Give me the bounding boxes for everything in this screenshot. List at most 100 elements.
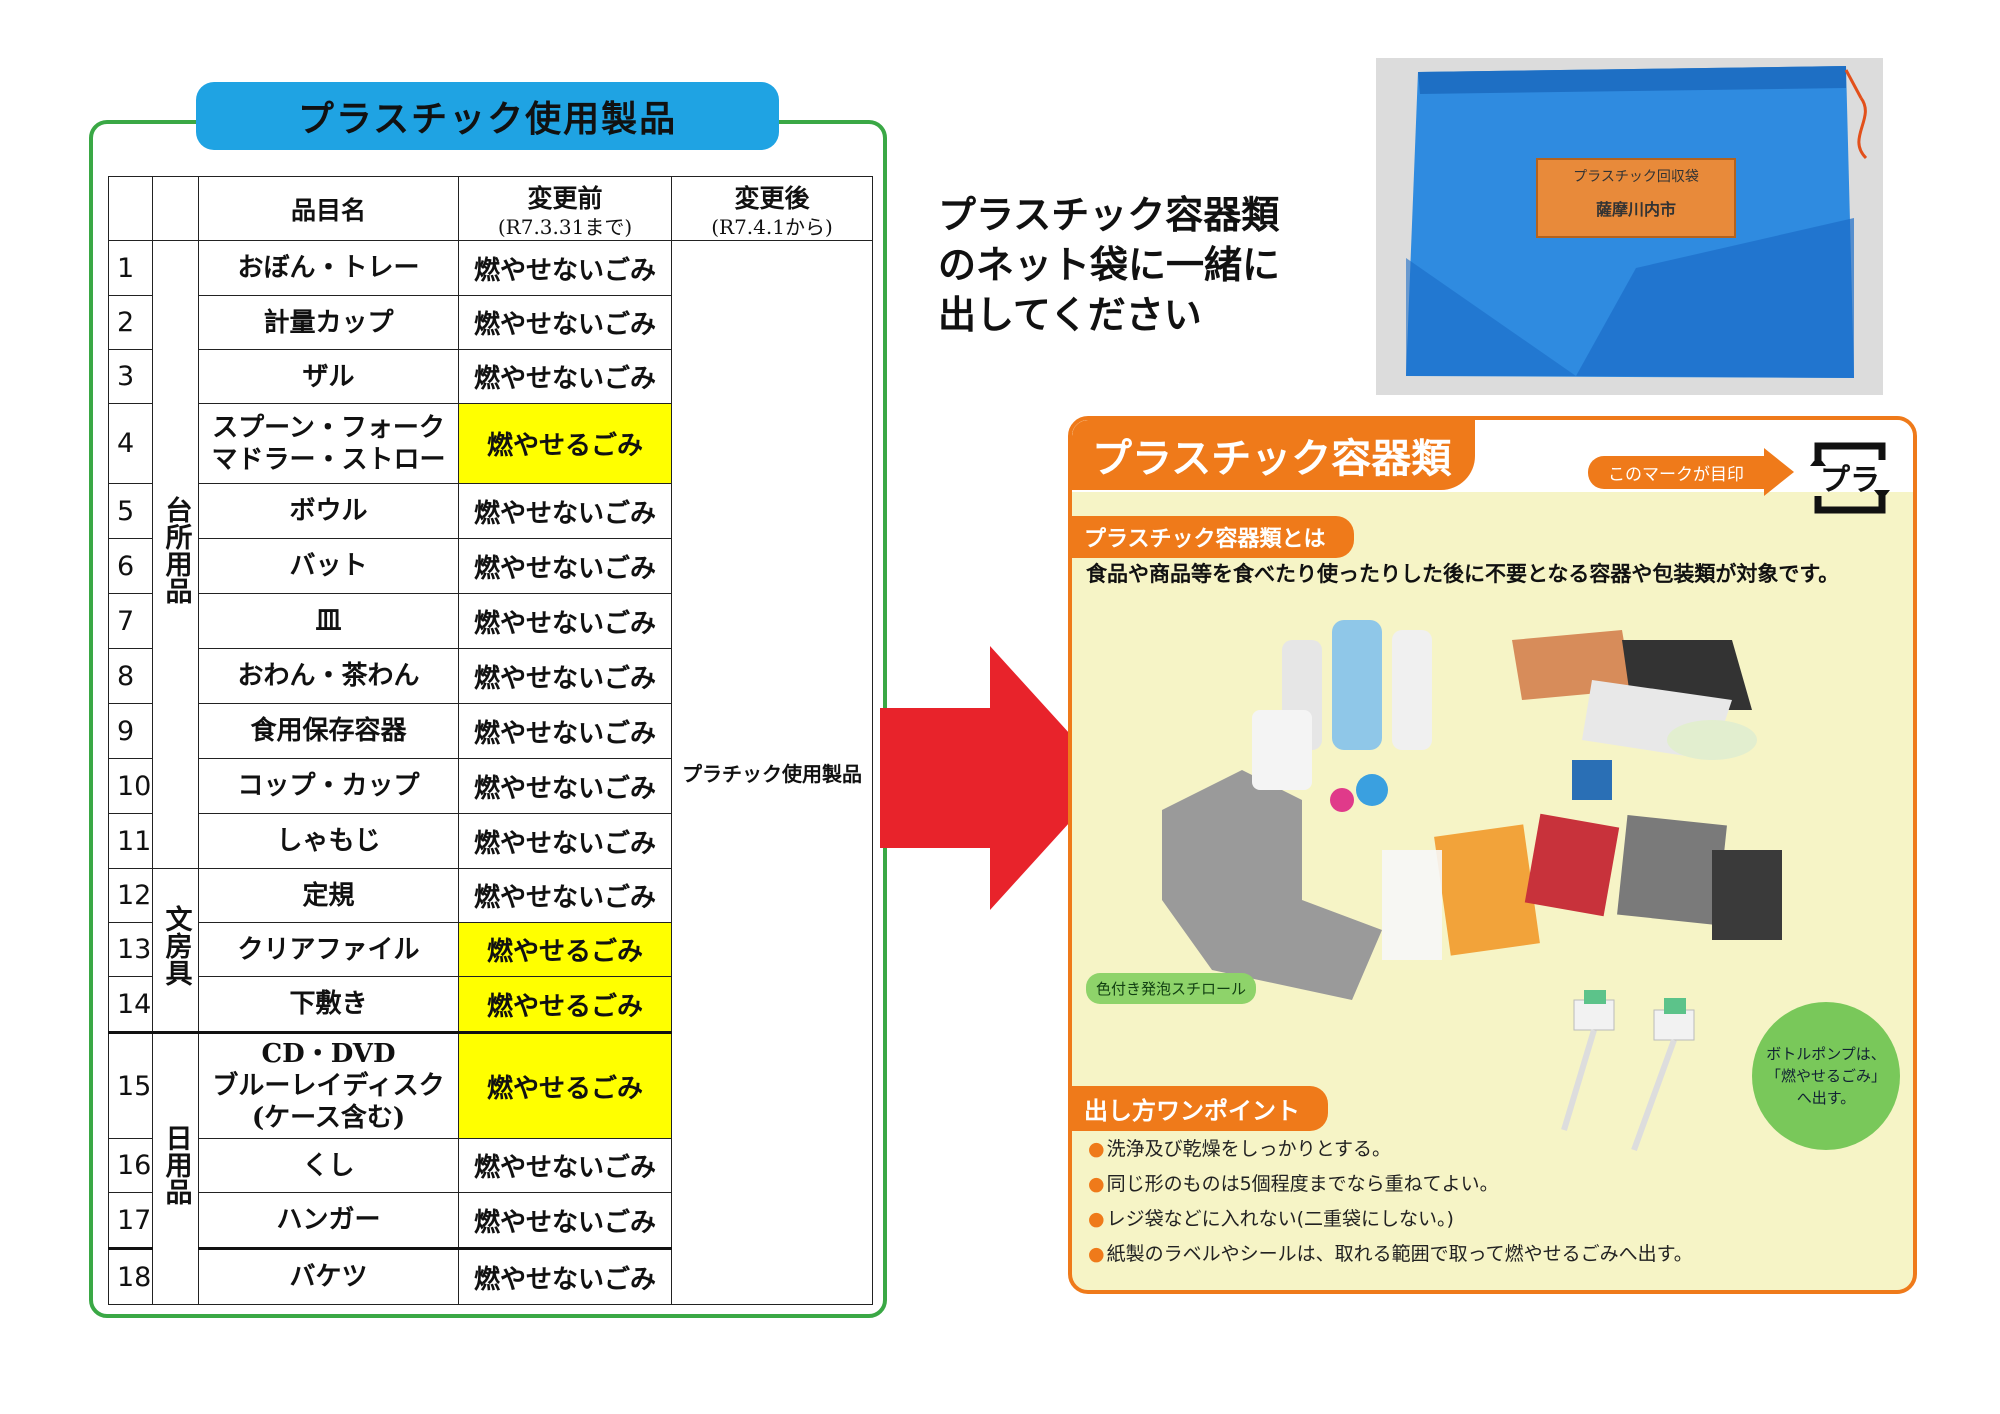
item-name-line3: (ケース含む) — [251, 1103, 406, 1133]
table-row: 17 ハンガー 燃やせないごみ — [108, 1192, 873, 1249]
plastic-container-panel: プラスチック容器類 このマークが目印 プラ プラスチック容器類とは 食品や商品等… — [1068, 416, 1917, 1294]
item-name: くし — [198, 1138, 459, 1193]
table-row: 16 くし 燃やせないごみ — [108, 1138, 873, 1193]
list-item: 紙製のラベルやシールは、取れる範囲で取って燃やせるごみへ出す。 — [1088, 1237, 1693, 1272]
row-number: 17 — [108, 1192, 153, 1249]
category-label: 台所用品 — [160, 496, 192, 604]
mark-guide-label: このマークが目印 — [1588, 455, 1764, 489]
pla-mark-label: プラ — [1820, 463, 1880, 498]
item-name-line1: CD・DVD — [261, 1039, 396, 1069]
row-number: 4 — [108, 403, 153, 484]
instruction-text: プラスチック容器類 のネット袋に一緒に 出してください — [938, 190, 1318, 340]
section-label-what: プラスチック容器類とは — [1072, 516, 1354, 558]
pump-callout-line1: ボトルポンプは、 — [1766, 1045, 1886, 1063]
before-category: 燃やせるごみ — [458, 403, 672, 484]
header-category — [152, 176, 199, 241]
item-name: コップ・カップ — [198, 758, 459, 814]
item-name: ボウル — [198, 483, 459, 539]
table-row: 10 コップ・カップ 燃やせないごみ — [108, 758, 873, 814]
plastic-items-photo — [1162, 620, 1782, 1000]
row-number: 8 — [108, 648, 153, 704]
before-category: 燃やせないごみ — [458, 648, 672, 704]
list-item: レジ袋などに入れない(二重袋にしない。) — [1088, 1202, 1693, 1237]
table-row: 6 バット 燃やせないごみ — [108, 538, 873, 594]
row-number: 7 — [108, 593, 153, 649]
table-row: 7 皿 燃やせないごみ — [108, 593, 873, 649]
panel-header: プラスチック容器類 — [1072, 420, 1475, 490]
header-item: 品目名 — [198, 176, 459, 241]
pla-recycle-mark-icon: プラ — [1810, 442, 1890, 514]
pump-callout-line2: 「燃やせるごみ」 — [1765, 1067, 1886, 1085]
header-after-date: (R7.4.1から) — [711, 214, 833, 239]
row-number: 10 — [108, 758, 153, 814]
table-header-row: 品目名 変更前 (R7.3.31まで) 変更後 (R7.4.1から) — [108, 176, 873, 241]
row-number: 14 — [108, 976, 153, 1033]
row-number: 5 — [108, 483, 153, 539]
before-category: 燃やせないごみ — [458, 240, 672, 296]
before-category: 燃やせないごみ — [458, 703, 672, 759]
category-stationery: 文房具 — [152, 868, 199, 1033]
item-name-line2: マドラー・ストロー — [211, 444, 446, 475]
table-row: 1 台所用品 おぼん・トレー 燃やせないごみ プラチック使用製品 — [108, 240, 873, 1305]
category-daily-goods: 日用品 — [152, 1031, 199, 1305]
before-category: 燃やせないごみ — [458, 868, 672, 923]
item-name: バット — [198, 538, 459, 594]
item-name: CD・DVD ブルーレイディスク (ケース含む) — [198, 1031, 459, 1139]
instruction-line3: 出してください — [938, 293, 1202, 337]
after-category: プラチック使用製品 — [671, 240, 873, 1305]
row-number: 11 — [108, 813, 153, 869]
pump-callout: ボトルポンプは、 「燃やせるごみ」 へ出す。 — [1752, 1002, 1900, 1150]
header-no — [108, 176, 153, 241]
row-number: 2 — [108, 295, 153, 350]
before-category: 燃やせないごみ — [458, 295, 672, 350]
arrow-right-icon — [1764, 448, 1794, 496]
item-name-line2: ブルーレイディスク — [212, 1071, 445, 1101]
mark-guide: このマークが目印 — [1588, 448, 1794, 496]
instruction-line1: プラスチック容器類 — [938, 193, 1280, 237]
table-row: 18 バケツ 燃やせないごみ — [108, 1247, 873, 1305]
header-before: 変更前 (R7.3.31まで) — [458, 176, 672, 241]
list-item: 洗浄及び乾燥をしっかりとする。 — [1088, 1132, 1693, 1167]
before-category: 燃やせないごみ — [458, 538, 672, 594]
pump-callout-line3: へ出す。 — [1796, 1089, 1856, 1107]
before-category: 燃やせないごみ — [458, 483, 672, 539]
header-before-label: 変更前 — [527, 183, 603, 213]
header-after-label: 変更後 — [734, 183, 810, 213]
net-bag-photo: プラスチック回収袋 薩摩川内市 — [1376, 58, 1883, 395]
item-name-line1: スプーン・フォーク — [212, 412, 445, 443]
section-label-tips: 出し方ワンポイント — [1072, 1086, 1328, 1131]
table-row: 13 クリアファイル 燃やせるごみ — [108, 922, 873, 977]
header-after: 変更後 (R7.4.1から) — [671, 176, 873, 241]
table-row: 14 下敷き 燃やせるごみ — [108, 976, 873, 1033]
category-label: 文房具 — [160, 905, 192, 986]
before-category: 燃やせないごみ — [458, 1192, 672, 1249]
row-number: 18 — [108, 1247, 153, 1305]
bag-tag-city: 薩摩川内市 — [1595, 200, 1676, 219]
item-name: 食用保存容器 — [198, 703, 459, 759]
panel-description: 食品や商品等を食べたり使ったりした後に不要となる容器や包装類が対象です。 — [1086, 562, 1840, 586]
before-category: 燃やせるごみ — [458, 922, 672, 977]
item-name: 定規 — [198, 868, 459, 923]
before-category: 燃やせるごみ — [458, 976, 672, 1033]
row-number: 12 — [108, 868, 153, 923]
tips-list: 洗浄及び乾燥をしっかりとする。 同じ形のものは5個程度までなら重ねてよい。 レジ… — [1088, 1132, 1693, 1272]
item-name: ハンガー — [198, 1192, 459, 1249]
before-category: 燃やせないごみ — [458, 813, 672, 869]
table-row: 9 食用保存容器 燃やせないごみ — [108, 703, 873, 759]
item-name: 計量カップ — [198, 295, 459, 350]
table-row: 15 日用品 CD・DVD ブルーレイディスク (ケース含む) 燃やせるごみ — [108, 1031, 873, 1305]
before-category: 燃やせないごみ — [458, 1138, 672, 1193]
row-number: 16 — [108, 1138, 153, 1193]
before-category: 燃やせないごみ — [458, 349, 672, 404]
table-row: 2 計量カップ 燃やせないごみ — [108, 295, 873, 350]
row-number: 1 — [108, 240, 153, 296]
arrow-right-icon — [880, 646, 1110, 910]
item-name: おぼん・トレー — [198, 240, 459, 296]
before-category: 燃やせないごみ — [458, 1247, 672, 1305]
item-name: バケツ — [198, 1247, 459, 1305]
row-number: 6 — [108, 538, 153, 594]
item-name: ザル — [198, 349, 459, 404]
row-number: 13 — [108, 922, 153, 977]
category-change-table: 品目名 変更前 (R7.3.31まで) 変更後 (R7.4.1から) 1 台所用… — [108, 176, 873, 1305]
item-name: クリアファイル — [198, 922, 459, 977]
